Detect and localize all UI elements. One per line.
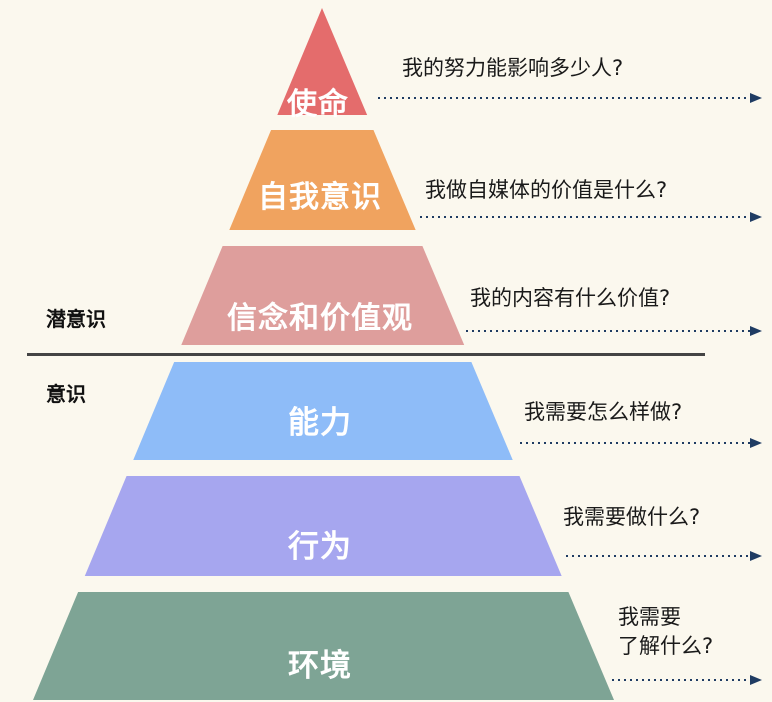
question-line: 我的努力能影响多少人? [402,56,624,80]
tier-mission-shape [277,8,368,115]
tier-label-beliefs: 信念和价值观 [227,301,413,336]
zone-label-conscious: 意识 [46,382,86,406]
question-identity: 我做自媒体的价值是什么? [425,176,667,205]
question-line: 我做自媒体的价值是什么? [425,178,668,202]
dotted-arrow-icon [612,675,762,685]
tier-label-environment: 环境 [288,648,352,684]
question-environment: 我需要 了解什么? [618,603,713,661]
dotted-arrow-icon [420,212,762,222]
dotted-arrow-icon [520,438,762,448]
question-behavior: 我需要做什么? [563,503,700,532]
question-line: 我需要 [618,605,681,629]
tier-identity-shape [229,130,416,230]
question-line: 我需要怎么样做? [524,400,683,424]
dotted-arrow-icon [566,551,762,561]
tier-capability-shape [133,362,513,460]
tier-beliefs-shape [181,246,465,345]
zone-label-subconscious: 潜意识 [46,307,106,331]
tier-label-identity: 自我意识 [258,180,382,215]
tier-environment-shape [33,592,614,700]
question-mission: 我的努力能影响多少人? [402,54,623,83]
tier-behavior-shape [84,476,562,576]
question-line: 我的内容有什么价值? [470,286,671,310]
dotted-arrow-icon [378,93,762,103]
dotted-arrow-icon [466,326,762,336]
question-line: 我需要做什么? [563,505,701,529]
question-line: 了解什么? [618,634,714,658]
question-capability: 我需要怎么样做? [524,398,682,427]
tier-label-mission: 使命 [287,87,349,122]
tier-label-capability: 能力 [288,405,352,441]
question-beliefs: 我的内容有什么价值? [470,284,670,313]
tier-label-behavior: 行为 [288,529,352,565]
conscious-divider [27,353,705,356]
